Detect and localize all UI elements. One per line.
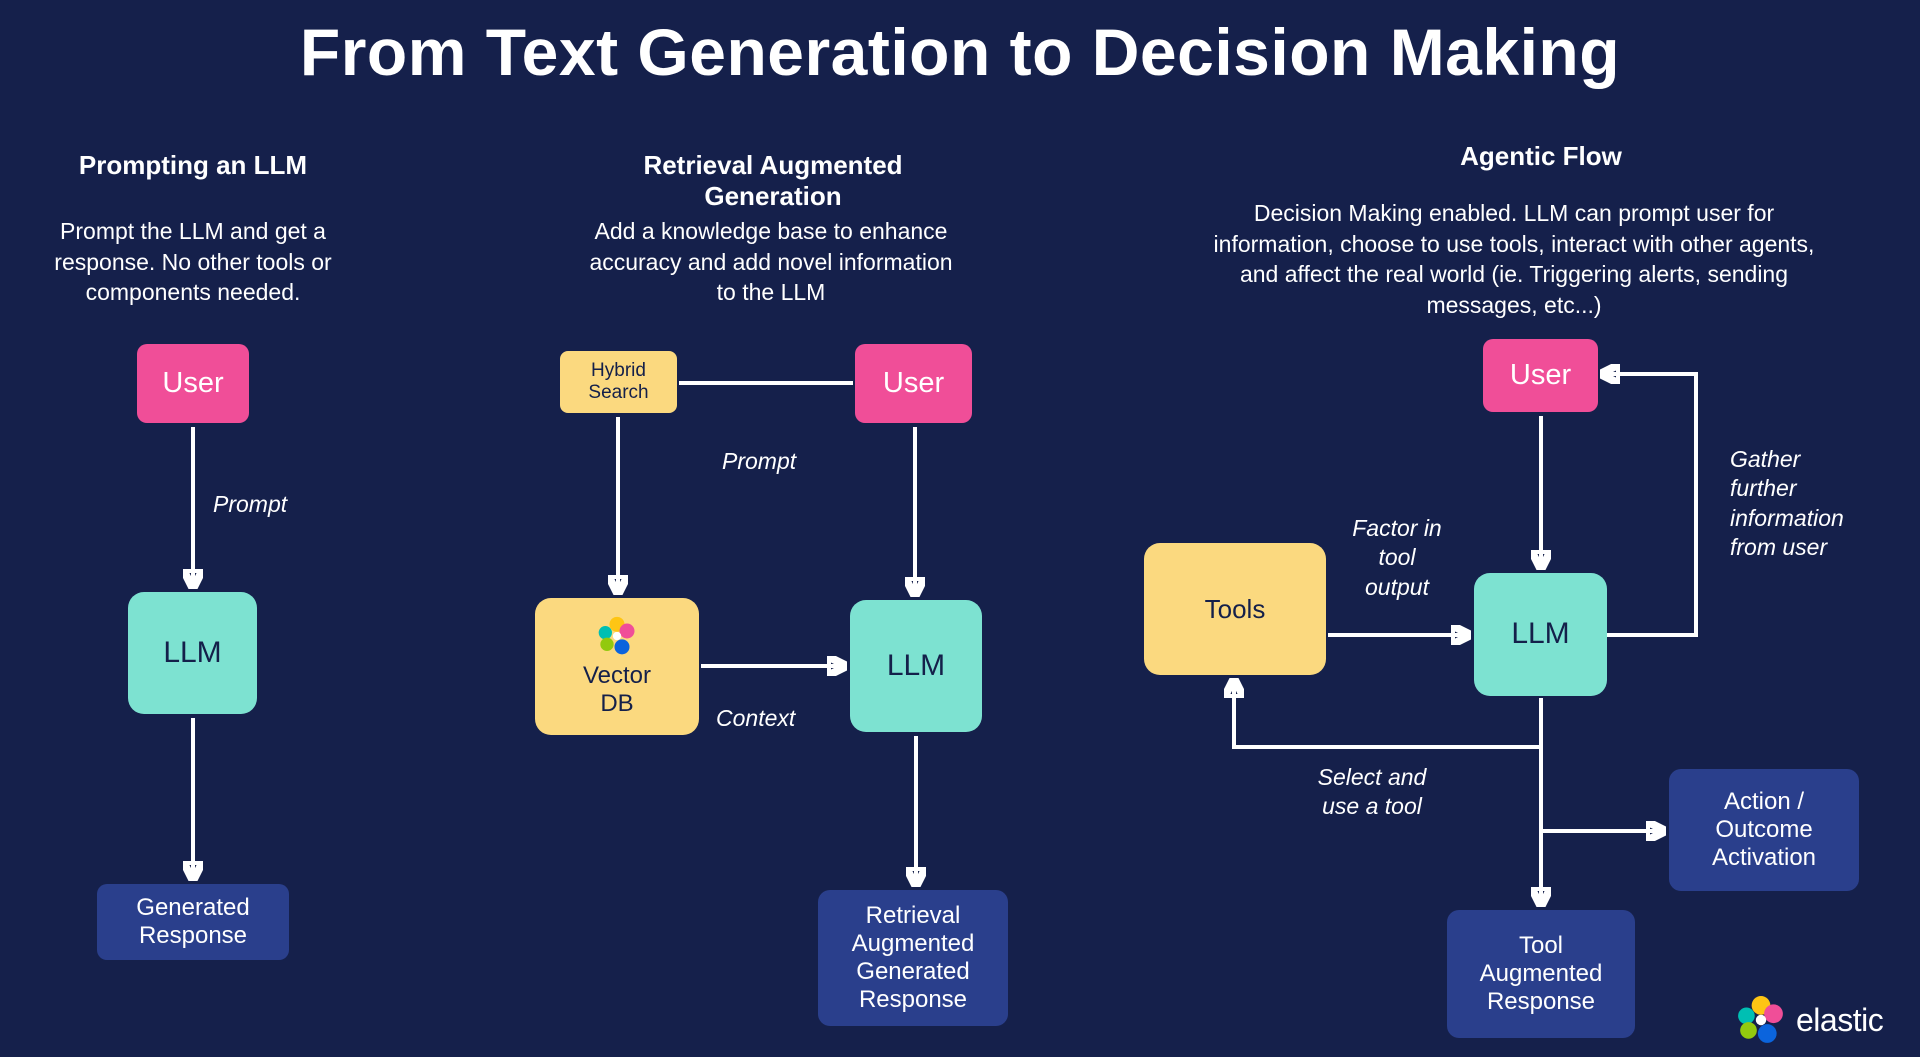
column-3-heading: Agentic Flow — [1460, 141, 1622, 171]
node-llm-col1: LLM — [128, 592, 257, 714]
node-llm-col2-label: LLM — [886, 648, 946, 682]
arrow-llm-loop-to-user — [1604, 374, 1698, 637]
node-rag-response: Retrieval Augmented Generated Response — [818, 890, 1008, 1026]
label-select-use-tool: Select and use a tool — [1317, 764, 1427, 820]
node-tool-augmented-response-label: Tool Augmented Response — [1479, 932, 1603, 1015]
node-tools: Tools — [1144, 543, 1326, 675]
brand-lockup: elastic — [1736, 995, 1884, 1045]
node-llm-col3-label: LLM — [1511, 617, 1570, 651]
node-llm-col2: LLM — [850, 600, 982, 732]
column-1-description: Prompt the LLM and get a response. No ot… — [54, 218, 332, 306]
node-vector-db: Vector DB — [535, 598, 699, 735]
node-generated-response: Generated Response — [97, 884, 289, 960]
node-action-outcome: Action / Outcome Activation — [1669, 769, 1859, 891]
node-llm-col1-label: LLM — [163, 635, 222, 669]
label-context: Context — [716, 705, 796, 731]
brand-wordmark: elastic — [1796, 1001, 1884, 1038]
node-tools-label: Tools — [1204, 593, 1266, 624]
node-user-col1: User — [137, 344, 249, 423]
column-3-description: Decision Making enabled. LLM can prompt … — [1213, 200, 1815, 318]
column-1-heading: Prompting an LLM — [78, 150, 308, 180]
node-hybrid-search-label: Hybrid Search — [588, 359, 649, 403]
label-prompt-col1: Prompt — [213, 491, 288, 517]
node-user-col2-label: User — [882, 366, 945, 399]
node-generated-response-label: Generated Response — [136, 894, 250, 949]
node-action-outcome-label: Action / Outcome Activation — [1711, 788, 1817, 871]
label-factor-in-tool-output: Factor in tool output — [1352, 515, 1442, 600]
node-vector-db-label: Vector DB — [582, 661, 652, 717]
page-title: From Text Generation to Decision Making — [299, 15, 1621, 89]
node-user-col3: User — [1483, 339, 1598, 412]
label-gather-information: Gather further information from user — [1730, 446, 1844, 561]
column-2-description: Add a knowledge base to enhance accuracy… — [589, 218, 953, 306]
node-user-col1-label: User — [162, 366, 224, 399]
node-user-col3-label: User — [1509, 358, 1572, 391]
elastic-cluster-icon — [598, 616, 635, 655]
label-prompt-col2: Prompt — [722, 448, 797, 474]
node-rag-response-label: Retrieval Augmented Generated Response — [851, 902, 975, 1013]
node-user-col2: User — [855, 344, 972, 423]
node-llm-col3: LLM — [1474, 573, 1607, 696]
elastic-logo-icon — [1738, 996, 1783, 1043]
node-tool-augmented-response: Tool Augmented Response — [1447, 910, 1635, 1038]
node-hybrid-search: Hybrid Search — [560, 351, 677, 413]
column-2-heading: Retrieval Augmented Generation — [643, 150, 903, 212]
